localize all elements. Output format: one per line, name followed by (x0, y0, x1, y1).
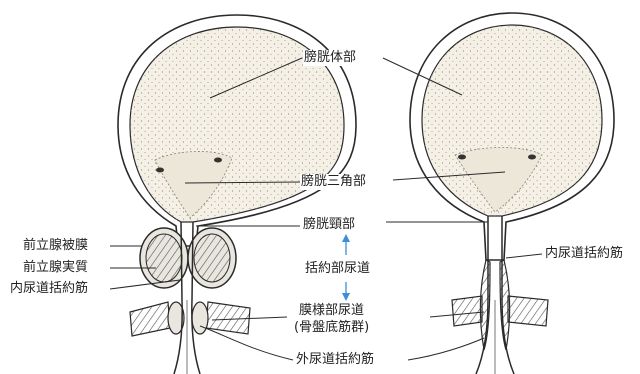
right-figure (410, 13, 614, 374)
label-pelvic-floor-muscles: (骨盤底筋群) (293, 320, 370, 336)
label-trigone: 膀胱三角部 (300, 174, 367, 190)
label-bladder-body: 膀胱体部 (303, 50, 357, 66)
label-internal-sphincter-left: 内尿道括約筋 (9, 281, 89, 297)
label-prostate-parenchyma: 前立腺実質 (22, 260, 89, 276)
label-bladder-neck: 膀胱頸部 (302, 217, 356, 233)
right-pelvic-floor-l (452, 296, 482, 326)
left-pelvic-floor-l (130, 302, 170, 336)
right-pelvic-floor-r (508, 296, 548, 326)
label-prostate-capsule: 前立腺被膜 (22, 238, 89, 254)
label-membranous-urethra: 膜様部尿道 (298, 303, 365, 319)
label-external-sphincter: 外尿道括約筋 (295, 352, 375, 368)
left-pelvic-floor-r (206, 302, 250, 334)
label-sphincteric-urethra: 括約部尿道 (304, 261, 371, 277)
label-internal-sphincter-right: 内尿道括約筋 (544, 246, 624, 262)
